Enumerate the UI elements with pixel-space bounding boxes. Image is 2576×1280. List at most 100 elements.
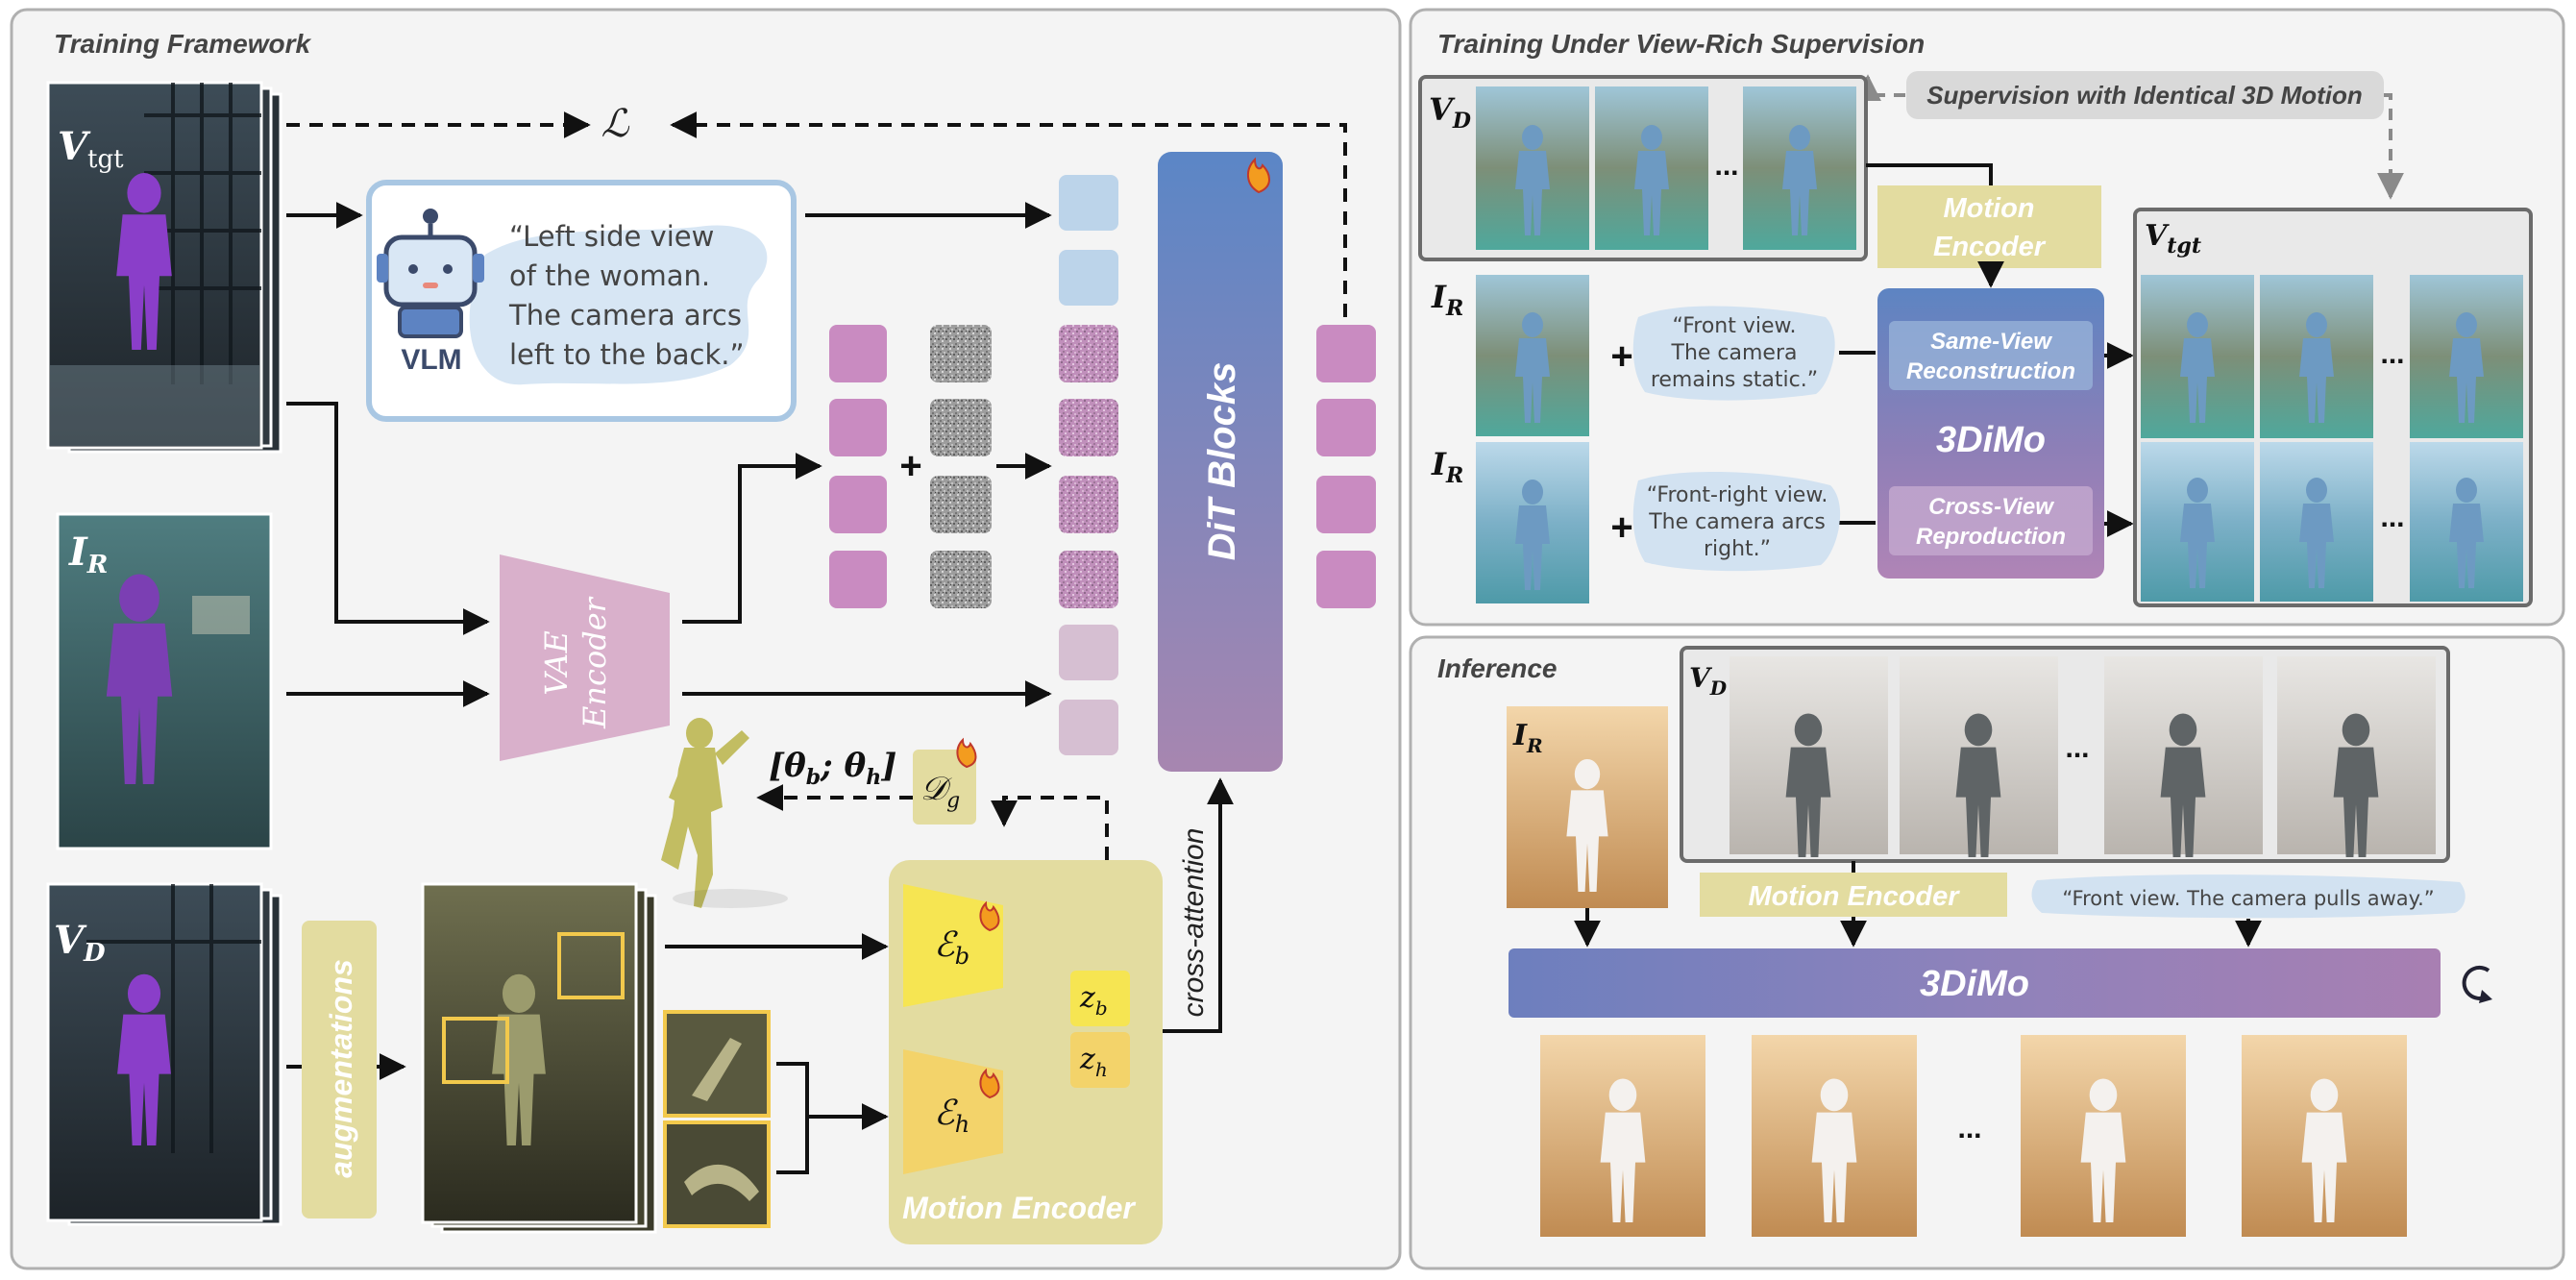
body-encoder-label: ℰb (934, 925, 969, 970)
dit-output-tokens (1316, 325, 1376, 608)
dit-blocks-label: DiT Blocks (1201, 362, 1243, 561)
dit-blocks (1158, 152, 1283, 772)
i-r-label: IR (68, 529, 108, 579)
flame-icon (979, 1068, 1000, 1099)
svg-text:“Front view.: “Front view. (1673, 314, 1797, 338)
motion-encoder-label: Motion Encoder (902, 1191, 1136, 1225)
v-tgt-video-stack: Vtgt (46, 81, 282, 454)
body-encoder (903, 884, 1003, 1007)
inference-title: Inference (1437, 653, 1558, 683)
flame-icon (979, 900, 1000, 932)
same-view-label: Same-View (1930, 329, 2052, 355)
v-tgt-frame (2410, 442, 2523, 602)
inference-motion-encoder (1700, 873, 2007, 917)
motion-encoder-label: Encoder (1933, 232, 2047, 262)
inference-caption: “Front view. The camera pulls away.” (2062, 887, 2434, 910)
inference-reference-image: IR (1507, 706, 1668, 908)
inference-output-frame (2021, 1035, 2186, 1237)
pose-parameters-label: [𝜽b; 𝜽h] (769, 747, 896, 790)
model-name: 3DiMo (1936, 420, 2046, 460)
v-tgt-label: Vtgt (58, 124, 124, 174)
v-d-frame (1743, 86, 1856, 250)
v-d-frame (1476, 86, 1589, 250)
v-tgt-frame (2141, 442, 2254, 602)
inference-output-frame (1752, 1035, 1917, 1237)
ellipsis: ... (1957, 1113, 1981, 1145)
supervision-tag (1906, 71, 2384, 119)
caption-blob (2031, 874, 2466, 919)
v-tgt-frame (2410, 275, 2523, 438)
z-b-label: zb (1079, 981, 1108, 1020)
motion-encoder-label: Motion Encoder (1748, 881, 1960, 912)
v-tgt-frame (2260, 442, 2373, 602)
view-rich-v-tgt-label: Vtgt (2145, 219, 2201, 258)
caption-front: “Front view. The camera remains static.” (1651, 314, 1818, 392)
caption-blob (1632, 471, 1841, 572)
i-r-label: IR (1431, 279, 1463, 321)
plus-sign: + (1610, 506, 1632, 549)
vlm-caption-line: The camera arcs (508, 299, 742, 332)
svg-text:VAE: VAE (538, 630, 575, 695)
augmentations-label: augmentations (324, 959, 358, 1178)
flame-icon (1247, 157, 1270, 194)
augmentations-box (302, 921, 377, 1218)
svg-text:The camera arcs: The camera arcs (1648, 510, 1826, 534)
noise-tokens (930, 325, 992, 608)
inference-output-frame (1540, 1035, 1705, 1237)
vae-encoder (500, 554, 670, 761)
same-view-branch (1889, 321, 2093, 390)
svg-text:The camera: The camera (1671, 341, 1798, 365)
i-r-label: IR (1512, 719, 1543, 757)
robot-icon (377, 209, 484, 338)
pose-decoder (913, 750, 976, 825)
flame-icon (956, 737, 977, 769)
v-d-frame (1900, 656, 2058, 857)
hand-encoder-label: ℰh (934, 1094, 969, 1138)
vae-encoder-label: VAE Encoder (538, 596, 613, 729)
inference-3dimo-model (1509, 948, 2441, 1018)
svg-text:“Front-right view.: “Front-right view. (1647, 483, 1828, 507)
cross-attention-label: cross-attention (1178, 828, 1210, 1018)
plus-sign: + (899, 445, 921, 487)
i-r-reference-image: IR (56, 512, 273, 850)
cross-view-label: Cross-View (1928, 494, 2054, 520)
caption-blob (1632, 306, 1835, 401)
ellipsis: ... (2380, 338, 2404, 370)
v-tgt-frame (2141, 275, 2254, 438)
training-framework-title: Training Framework (54, 29, 312, 59)
caption-front-right: “Front-right view. The camera arcs right… (1647, 483, 1828, 561)
cross-view-branch (1889, 486, 2093, 555)
inference-output-frame (2242, 1035, 2407, 1237)
loop-icon (2462, 965, 2492, 1003)
motion-encoder-label: Motion (1943, 193, 2034, 224)
v-d-frame (1595, 86, 1708, 250)
hand-crops (663, 1010, 771, 1228)
v-d-frame (2104, 656, 2263, 857)
svg-text:[𝜽b; 𝜽h]: [𝜽b; 𝜽h] (769, 747, 896, 790)
v-tgt-frame (2260, 275, 2373, 438)
training-arrows (286, 111, 1347, 1033)
z-h-token (1070, 1032, 1130, 1088)
view-rich-v-d-label: VD (1429, 91, 1471, 134)
dit-input-tokens (1059, 175, 1118, 755)
v-d-frame (1730, 656, 1888, 857)
latent-tokens (829, 325, 887, 608)
i-r-image-side (1476, 442, 1589, 603)
view-rich-title: Training Under View-Rich Supervision (1437, 29, 1925, 59)
view-rich-arrows (1839, 163, 2134, 537)
model-name: 3DiMo (1920, 964, 2029, 1004)
i-r-image-front (1476, 275, 1589, 436)
v-d-label: VD (54, 918, 106, 968)
svg-text:right.”: right.” (1704, 537, 1771, 561)
vlm-label: VLM (401, 344, 461, 376)
loss-symbol: ℒ (601, 102, 630, 146)
vlm-caption: “Left side view of the woman. The camera… (508, 220, 745, 371)
vlm-caption-line: of the woman. (509, 259, 710, 292)
ellipsis: ... (1714, 150, 1738, 182)
v-d-frame (2277, 656, 2436, 857)
plus-sign: + (1610, 335, 1632, 378)
augmented-frames-stack (421, 882, 657, 1234)
inference-v-d-label: VD (1689, 662, 1728, 700)
cross-view-label: Reproduction (1916, 524, 2066, 550)
